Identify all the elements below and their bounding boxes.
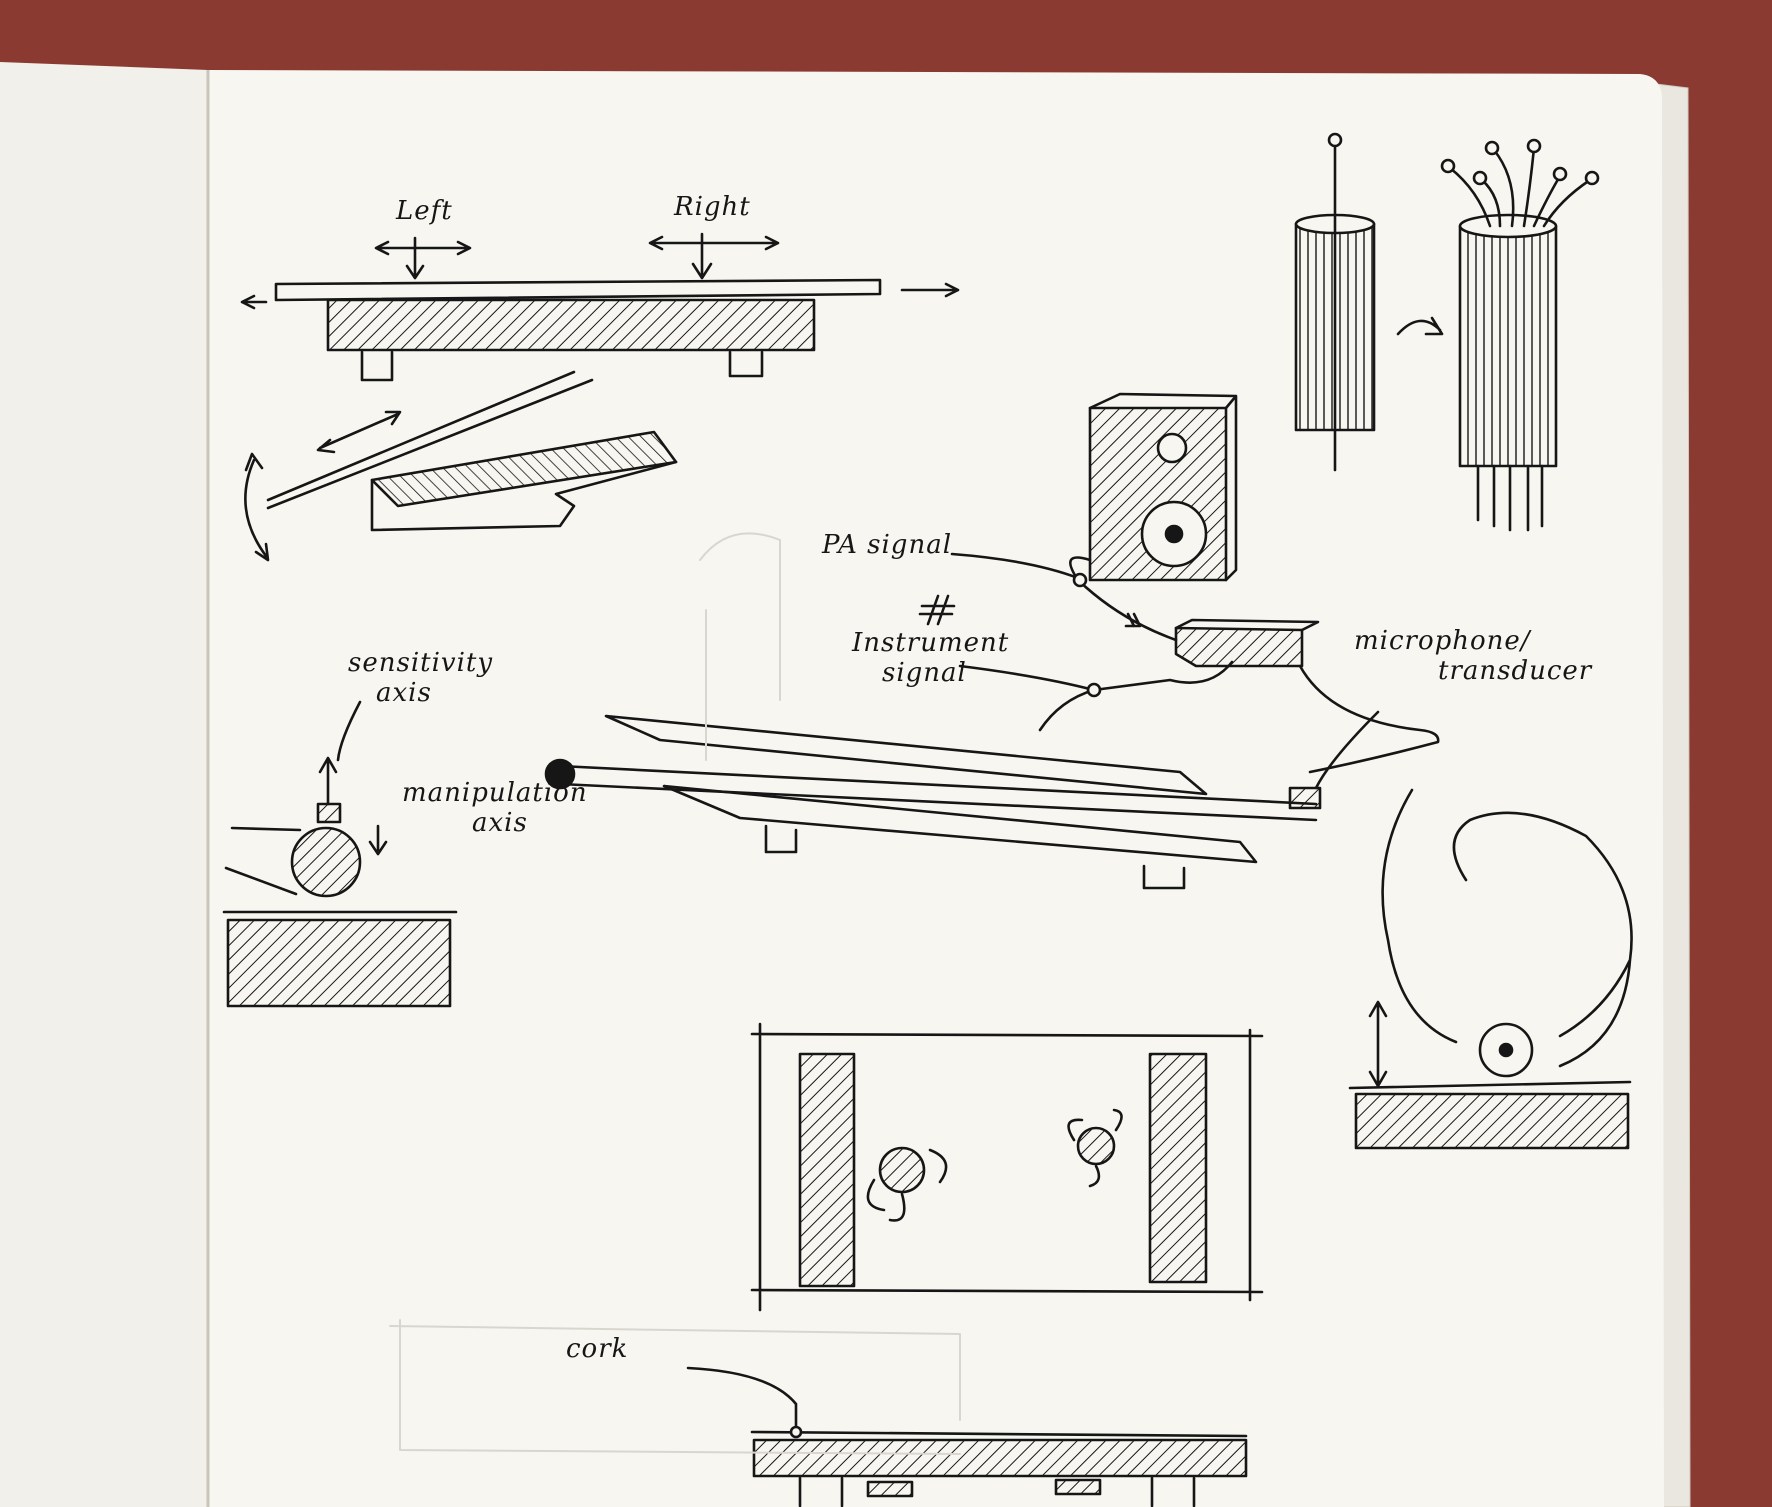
- tilt-plank: [266, 370, 594, 510]
- lower-board: [662, 784, 1258, 864]
- right-pad: [1076, 1126, 1116, 1166]
- left-pad: [878, 1146, 926, 1194]
- amp-box: [1174, 626, 1304, 668]
- mic-cable: [1298, 664, 1440, 774]
- label-microphone-transducer: microphone/ transducer: [1354, 626, 1591, 686]
- side-board: [752, 1438, 1248, 1478]
- top-view-board-sketch: [240, 232, 960, 382]
- side-pad-right: [1054, 1478, 1102, 1496]
- hand-height-arrow: [1368, 1000, 1388, 1088]
- cork-leader: [686, 1366, 798, 1432]
- side-pad-left: [866, 1480, 914, 1498]
- label-instrument-signal-line-1: Instrument: [852, 628, 1010, 658]
- sensitivity-up-arrow: [318, 756, 338, 806]
- roller-cap: [316, 802, 342, 824]
- tube-single-ball: [1327, 132, 1343, 148]
- side-feet: [798, 1476, 1196, 1507]
- signal-chain-sketch: [918, 552, 1440, 774]
- hand-roller-sketch: [1348, 788, 1633, 1150]
- sliding-plank: [274, 278, 882, 302]
- frame-outline: [750, 1022, 1264, 1312]
- signal-break: [918, 594, 956, 626]
- roller-body: [224, 826, 302, 896]
- speaker-woofer-center: [1164, 524, 1184, 544]
- left-press-arrow: [405, 236, 425, 280]
- label-microphone-transducer-line-2: transducer: [1438, 656, 1593, 686]
- label-manipulation-axis-line-2: axis: [472, 808, 528, 838]
- pa-leader: [950, 552, 1080, 580]
- wire-ball-5: [1552, 166, 1568, 182]
- hand-outline: [1381, 788, 1633, 1068]
- transform-arrow: [1396, 316, 1444, 336]
- label-pa-signal: PA signal: [822, 530, 953, 560]
- instrument-node: [1086, 682, 1102, 698]
- board-feet-perspective: [764, 824, 1186, 890]
- right-pad-swirl: [1067, 1108, 1123, 1188]
- manipulation-arrow: [368, 824, 388, 856]
- wire-ball-2: [1472, 170, 1488, 186]
- pa-node: [1072, 572, 1088, 588]
- microphone: [1288, 786, 1322, 810]
- hand-roller-center: [1498, 1042, 1514, 1058]
- label-manipulation-axis-line-1: manipulation: [402, 778, 588, 808]
- upper-board: [604, 714, 1208, 796]
- left-page: [0, 62, 208, 1507]
- label-manipulation-axis: manipulation axis: [402, 778, 588, 838]
- label-cork: cork: [566, 1334, 629, 1364]
- label-microphone-transducer-line-1: microphone/: [1354, 626, 1531, 656]
- wire-ball-3: [1484, 140, 1500, 156]
- instrument-leader: [958, 664, 1096, 692]
- label-sensitivity-axis-line-1: sensitivity: [348, 648, 494, 678]
- sensitivity-leader: [336, 700, 362, 762]
- wire-ball-4: [1526, 138, 1542, 154]
- hand-floor: [1348, 1080, 1632, 1090]
- label-instrument-signal-line-2: signal: [882, 658, 967, 688]
- wire-ball-6: [1584, 170, 1600, 186]
- wire-ball-1: [1440, 158, 1456, 174]
- board-body: [326, 298, 816, 352]
- side-top-line: [750, 1430, 1248, 1438]
- left-pad-swirl: [866, 1148, 948, 1222]
- hand-ground: [1354, 1092, 1630, 1150]
- right-rail: [1148, 1052, 1208, 1284]
- tube-wire-sketch: [1294, 132, 1600, 532]
- top-view-frame-sketch: [750, 1022, 1264, 1312]
- label-left: Left: [396, 196, 453, 226]
- plank-right-arrow: [900, 282, 960, 298]
- speaker-top: [1088, 392, 1238, 582]
- label-sensitivity-axis: sensitivity axis: [348, 648, 493, 708]
- right-slide-arrows: [648, 235, 780, 251]
- mic-leader: [1314, 710, 1380, 790]
- right-press-arrow: [691, 232, 713, 280]
- label-sensitivity-axis-line-2: axis: [376, 678, 432, 708]
- label-right: Right: [674, 192, 751, 222]
- roller-ground: [226, 918, 452, 1008]
- left-slide-arrows: [374, 240, 472, 256]
- tilt-arc-arrow: [244, 452, 270, 562]
- tube-multi: [1458, 224, 1558, 468]
- tilt-double-arrow: [316, 410, 402, 454]
- board-feet: [360, 350, 764, 382]
- tube-multi-wires: [1448, 146, 1592, 532]
- signal-arrow: [1124, 612, 1142, 628]
- side-view-cork-sketch: [686, 1366, 1248, 1507]
- ghost-sketches: [389, 532, 961, 1455]
- cork-point: [789, 1425, 803, 1439]
- tube-multi-top: [1458, 213, 1558, 239]
- rod-knob: [544, 758, 576, 790]
- instrument-perspective-sketch: [544, 710, 1380, 890]
- tilt-board-sketch: [244, 370, 678, 562]
- label-instrument-signal: Instrument signal: [852, 628, 1009, 688]
- instrument-cable: [1038, 660, 1234, 732]
- tilt-board-side: [370, 460, 678, 532]
- left-rail: [798, 1052, 856, 1288]
- speaker-tweeter: [1156, 432, 1188, 464]
- plank-left-arrow: [240, 294, 268, 310]
- roller-axis-sketch: [222, 700, 458, 1008]
- main-rod: [558, 764, 1318, 822]
- amp-box-top: [1174, 618, 1320, 632]
- roller-end: [290, 826, 362, 898]
- speaker-sketch: [1088, 392, 1238, 582]
